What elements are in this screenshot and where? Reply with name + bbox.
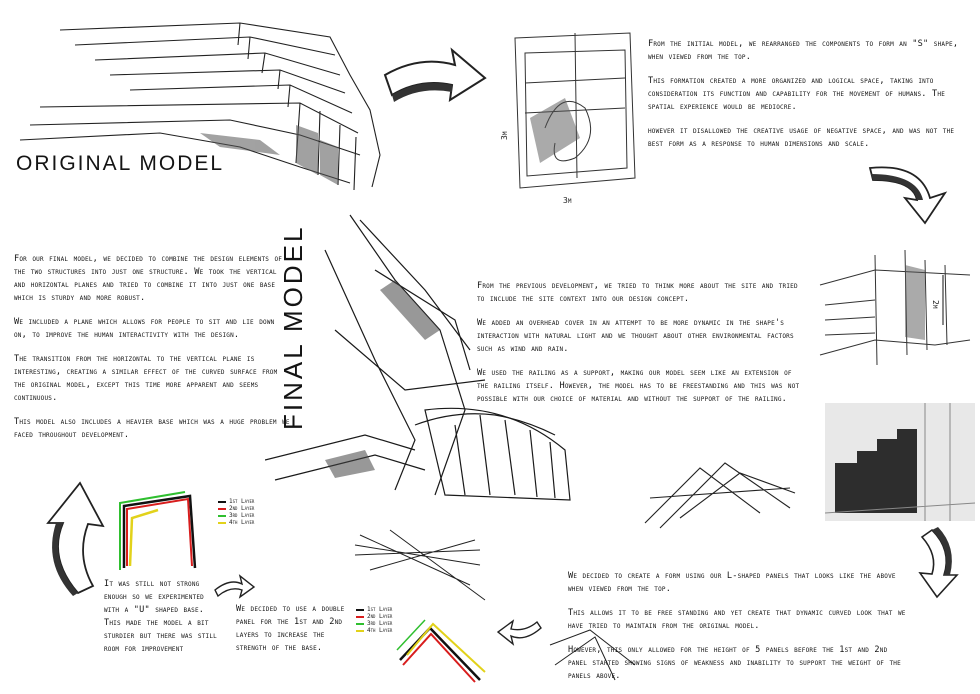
- paragraph: It was still not strong enough so we exp…: [104, 579, 217, 654]
- legend-swatch: [356, 615, 364, 618]
- paragraph: We used the railing as a support, making…: [477, 368, 800, 404]
- paragraph: This model also includes a heavier base …: [14, 417, 290, 440]
- text-left: For our final model, we decided to combi…: [14, 253, 292, 453]
- dimension-label-right: 2m: [931, 300, 940, 309]
- curved-arrow-down-right-icon: [918, 527, 959, 599]
- paragraph: From the initial model, we rearranged th…: [648, 39, 959, 62]
- dimension-label-bottom: 3m: [563, 196, 572, 205]
- curved-arrow-down-icon: [868, 166, 948, 225]
- legend-swatch: [356, 608, 364, 611]
- legend-swatch: [218, 507, 226, 510]
- paragraph: We decided to create a form using our L-…: [568, 571, 896, 594]
- curved-arrow-up-icon: [46, 481, 105, 596]
- paragraph: This formation created a more organized …: [648, 76, 946, 112]
- text-middle: From the previous development, we tried …: [477, 280, 807, 417]
- plan-line-sketch-3: [549, 629, 636, 681]
- legend-swatch: [218, 514, 226, 517]
- text-double-panel: We decided to use a double panel for the…: [236, 603, 348, 666]
- arrow-right-icon: [383, 47, 487, 102]
- legend-label: 1st Layer: [229, 498, 255, 505]
- legend-swatch: [218, 521, 226, 524]
- paragraph: however it disallowed the creative usage…: [648, 126, 955, 149]
- paragraph: We decided to use a double panel for the…: [236, 604, 345, 653]
- text-u-base: It was still not strong enough so we exp…: [104, 578, 222, 667]
- paragraph: From the previous development, we tried …: [477, 281, 798, 304]
- layered-frame-sketch: [119, 491, 197, 570]
- paragraph: We included a plane which allows for peo…: [14, 317, 275, 340]
- text-bottom-right: We decided to create a form using our L-…: [568, 570, 908, 694]
- s-shape-top-view-sketch: [514, 32, 636, 189]
- legend-label: 3rd Layer: [367, 620, 393, 627]
- legend-label: 4th Layer: [229, 519, 255, 526]
- legend-swatch: [356, 622, 364, 625]
- legend-label: 1st Layer: [367, 606, 393, 613]
- legend-label: 3rd Layer: [229, 512, 255, 519]
- legend-swatch: [356, 629, 364, 632]
- text-top-right: From the initial model, we rearranged th…: [648, 38, 970, 162]
- stair-model-sketch: [819, 249, 971, 366]
- plan-line-sketch-2: [644, 462, 796, 529]
- dimension-label-left: 3m: [500, 131, 509, 140]
- legend-label: 4th Layer: [367, 627, 393, 634]
- original-model-title: ORIGINAL MODEL: [16, 152, 225, 175]
- layer-legend-1: 1st Layer 2nd Layer 3rd Layer 4th Layer: [218, 498, 254, 526]
- legend-label: 2nd Layer: [229, 505, 255, 512]
- paragraph: This allows it to be free standing and y…: [568, 608, 906, 631]
- legend-label: 2nd Layer: [367, 613, 393, 620]
- stair-model-photo: [825, 403, 975, 521]
- paragraph: We added an overhead cover in an attempt…: [477, 318, 794, 354]
- layered-plan-sketch: [396, 619, 486, 683]
- legend-swatch: [218, 500, 226, 503]
- final-model-sketch: [265, 214, 571, 501]
- paragraph: For our final model, we decided to combi…: [14, 254, 283, 303]
- paragraph: The transition from the horizontal to th…: [14, 354, 278, 403]
- paragraph: However, this only allowed for the heigh…: [568, 645, 901, 681]
- original-model-sketch: [19, 22, 381, 191]
- plan-line-sketch-1: [354, 529, 486, 601]
- small-arrow-left-icon: [496, 619, 542, 646]
- layer-legend-2: 1st Layer 2nd Layer 3rd Layer 4th Layer: [356, 606, 392, 634]
- small-arrow-right-icon: [214, 574, 256, 599]
